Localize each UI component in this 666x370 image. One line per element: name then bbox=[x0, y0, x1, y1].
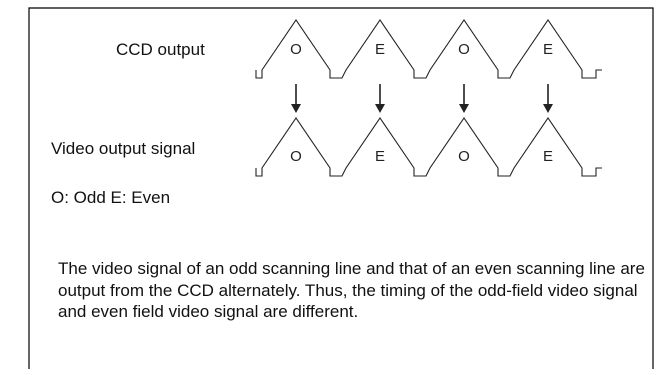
video-pulse-label-2: E bbox=[375, 148, 385, 165]
ccd-pulse-label-1: O bbox=[290, 41, 302, 58]
arrow-head-3 bbox=[459, 104, 469, 113]
conversion-arrows bbox=[291, 84, 553, 113]
video-pulse-label-3: O bbox=[458, 148, 470, 165]
arrow-head-2 bbox=[375, 104, 385, 113]
field-legend: O: Odd E: Even bbox=[51, 188, 171, 207]
ccd-output-label: CCD output bbox=[116, 40, 205, 59]
ccd-pulse-label-2: E bbox=[375, 41, 385, 58]
frame-border bbox=[28, 7, 654, 369]
video-pulse-label-1: O bbox=[290, 148, 302, 165]
description-paragraph: The video signal of an odd scanning line… bbox=[58, 258, 648, 323]
description-text: The video signal of an odd scanning line… bbox=[58, 259, 645, 321]
ccd-pulse-label-4: E bbox=[543, 41, 553, 58]
ccd-pulse-label-3: O bbox=[458, 41, 470, 58]
ccd-waveform-line bbox=[255, 19, 602, 79]
video-pulse-label-4: E bbox=[543, 148, 553, 165]
video-output-signal-label: Video output signal bbox=[51, 139, 196, 158]
arrow-head-4 bbox=[543, 104, 553, 113]
arrow-head-1 bbox=[291, 104, 301, 113]
video-waveform-line bbox=[255, 117, 602, 177]
